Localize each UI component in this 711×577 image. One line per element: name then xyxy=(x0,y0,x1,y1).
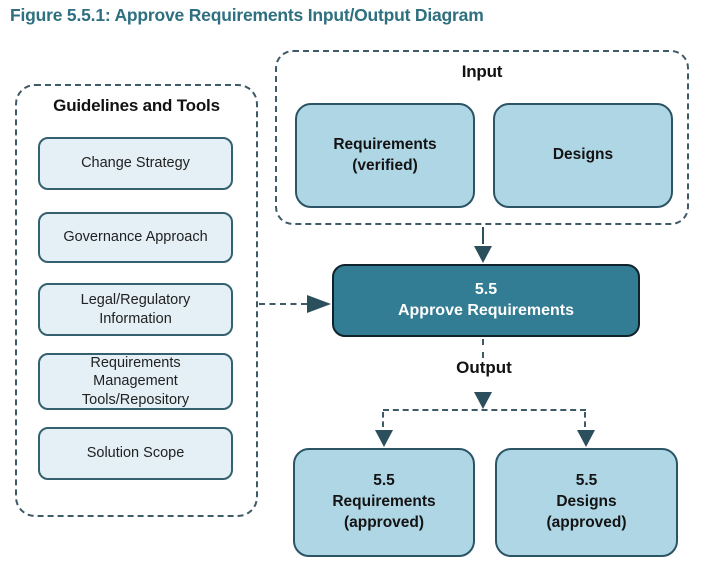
arrowhead-input-to-process xyxy=(474,246,492,263)
process-box-approve-requirements: 5.5 Approve Requirements xyxy=(332,264,640,337)
guidelines-and-tools-group: Guidelines and Tools Change Strategy Gov… xyxy=(15,84,258,517)
input-group: Input Requirements (verified) Designs xyxy=(275,50,689,225)
arrowhead-guidelines-to-process xyxy=(307,295,331,313)
arrowhead-to-designs-approved xyxy=(577,430,595,447)
figure-title: Figure 5.5.1: Approve Requirements Input… xyxy=(10,5,484,25)
guidelines-item-solution-scope: Solution Scope xyxy=(38,427,233,480)
guidelines-group-label: Guidelines and Tools xyxy=(53,96,220,115)
guidelines-item-legal-regulatory-information: Legal/Regulatory Information xyxy=(38,283,233,336)
connector-branch-left xyxy=(382,412,384,427)
arrowhead-to-requirements-approved xyxy=(375,430,393,447)
input-box-designs: Designs xyxy=(493,103,673,208)
connector-input-to-process xyxy=(482,227,484,244)
input-box-requirements-verified: Requirements (verified) xyxy=(295,103,475,208)
connector-output-branch xyxy=(383,409,586,411)
connector-process-to-output xyxy=(482,339,484,358)
output-label: Output xyxy=(456,358,512,377)
input-group-label: Input xyxy=(461,62,503,81)
connector-branch-right xyxy=(584,412,586,427)
arrowhead-output-junction xyxy=(474,392,492,409)
guidelines-item-governance-approach: Governance Approach xyxy=(38,212,233,263)
guidelines-item-requirements-management-tools-repository: Requirements Management Tools/Repository xyxy=(38,353,233,410)
guidelines-item-change-strategy: Change Strategy xyxy=(38,137,233,190)
connector-guidelines-to-process xyxy=(259,303,307,305)
output-box-requirements-approved: 5.5 Requirements (approved) xyxy=(293,448,475,557)
output-box-designs-approved: 5.5 Designs (approved) xyxy=(495,448,678,557)
